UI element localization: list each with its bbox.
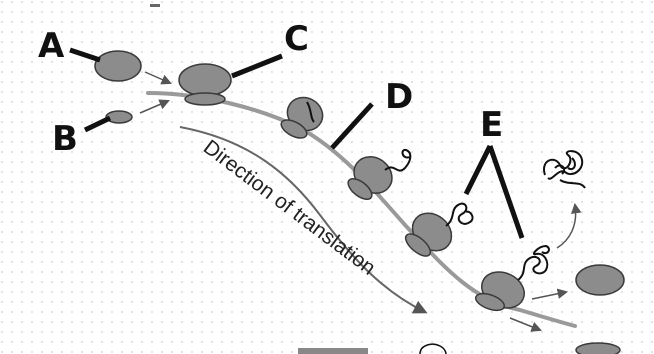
assembly-arrow-large [144, 71, 172, 85]
direction-arrow [179, 126, 428, 314]
label-a-line [69, 47, 101, 63]
ribosome-small-subunit [184, 92, 226, 106]
polypeptide-chain [517, 244, 550, 281]
folded-protein [543, 150, 586, 189]
ribosome-small-subunit [347, 178, 373, 200]
label-e-line-left [463, 144, 493, 196]
label-b-line [83, 115, 112, 133]
label-e: E [480, 105, 503, 145]
polypeptide-chain [306, 101, 315, 123]
small-subunit-free [105, 110, 133, 124]
ribosome-small-subunit [404, 233, 432, 257]
label-c-line [231, 53, 283, 79]
label-d-line [330, 102, 374, 150]
ribosome-large-subunit [178, 63, 232, 97]
bottom-partial-shape [298, 348, 368, 354]
release-arrow-small [509, 317, 542, 332]
released-large-subunit [575, 264, 625, 296]
label-c: C [284, 19, 309, 59]
ribosome-small-subunit [280, 119, 308, 139]
release-arrow-protein [556, 202, 582, 249]
ribosome-small-subunit [474, 292, 506, 312]
top-edge-mark [150, 4, 160, 7]
polypeptide-chain [445, 202, 474, 227]
label-d: D [385, 77, 413, 117]
release-arrow-large [531, 288, 569, 300]
label-b: B [52, 119, 78, 159]
bottom-partial-protein [419, 343, 447, 354]
label-a: A [38, 26, 65, 66]
mrna-strand [146, 91, 577, 328]
label-e-line-right [487, 145, 525, 239]
polypeptide-chain [384, 148, 412, 172]
large-subunit-free [94, 50, 142, 82]
released-small-subunit [575, 342, 621, 354]
assembly-arrow-small [139, 99, 170, 114]
